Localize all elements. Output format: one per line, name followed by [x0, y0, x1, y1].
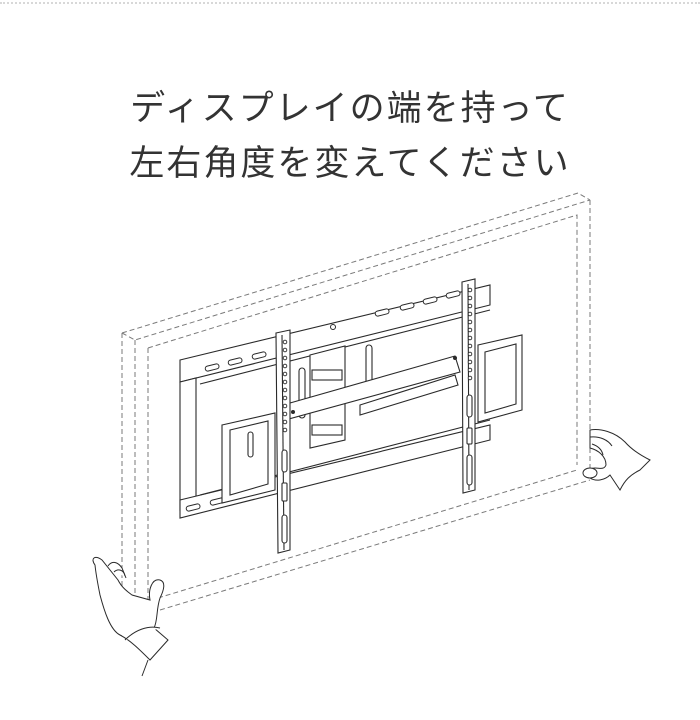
vesa-bracket-left — [275, 329, 291, 554]
caption-line-2: 左右角度を変えてください — [129, 144, 571, 184]
left-hand-icon — [92, 557, 169, 677]
adapter-plate-right — [477, 334, 523, 423]
top-dotted-divider — [0, 2, 700, 4]
articulating-arm — [282, 345, 461, 449]
display-frame-outline — [121, 192, 591, 611]
instruction-caption: ディスプレイの端を持って 左右角度を変えてください — [0, 82, 700, 192]
right-hand-icon — [582, 429, 651, 491]
caption-line-1: ディスプレイの端を持って — [130, 89, 570, 129]
vesa-bracket-right — [461, 278, 476, 494]
adapter-plate-left — [221, 412, 276, 504]
